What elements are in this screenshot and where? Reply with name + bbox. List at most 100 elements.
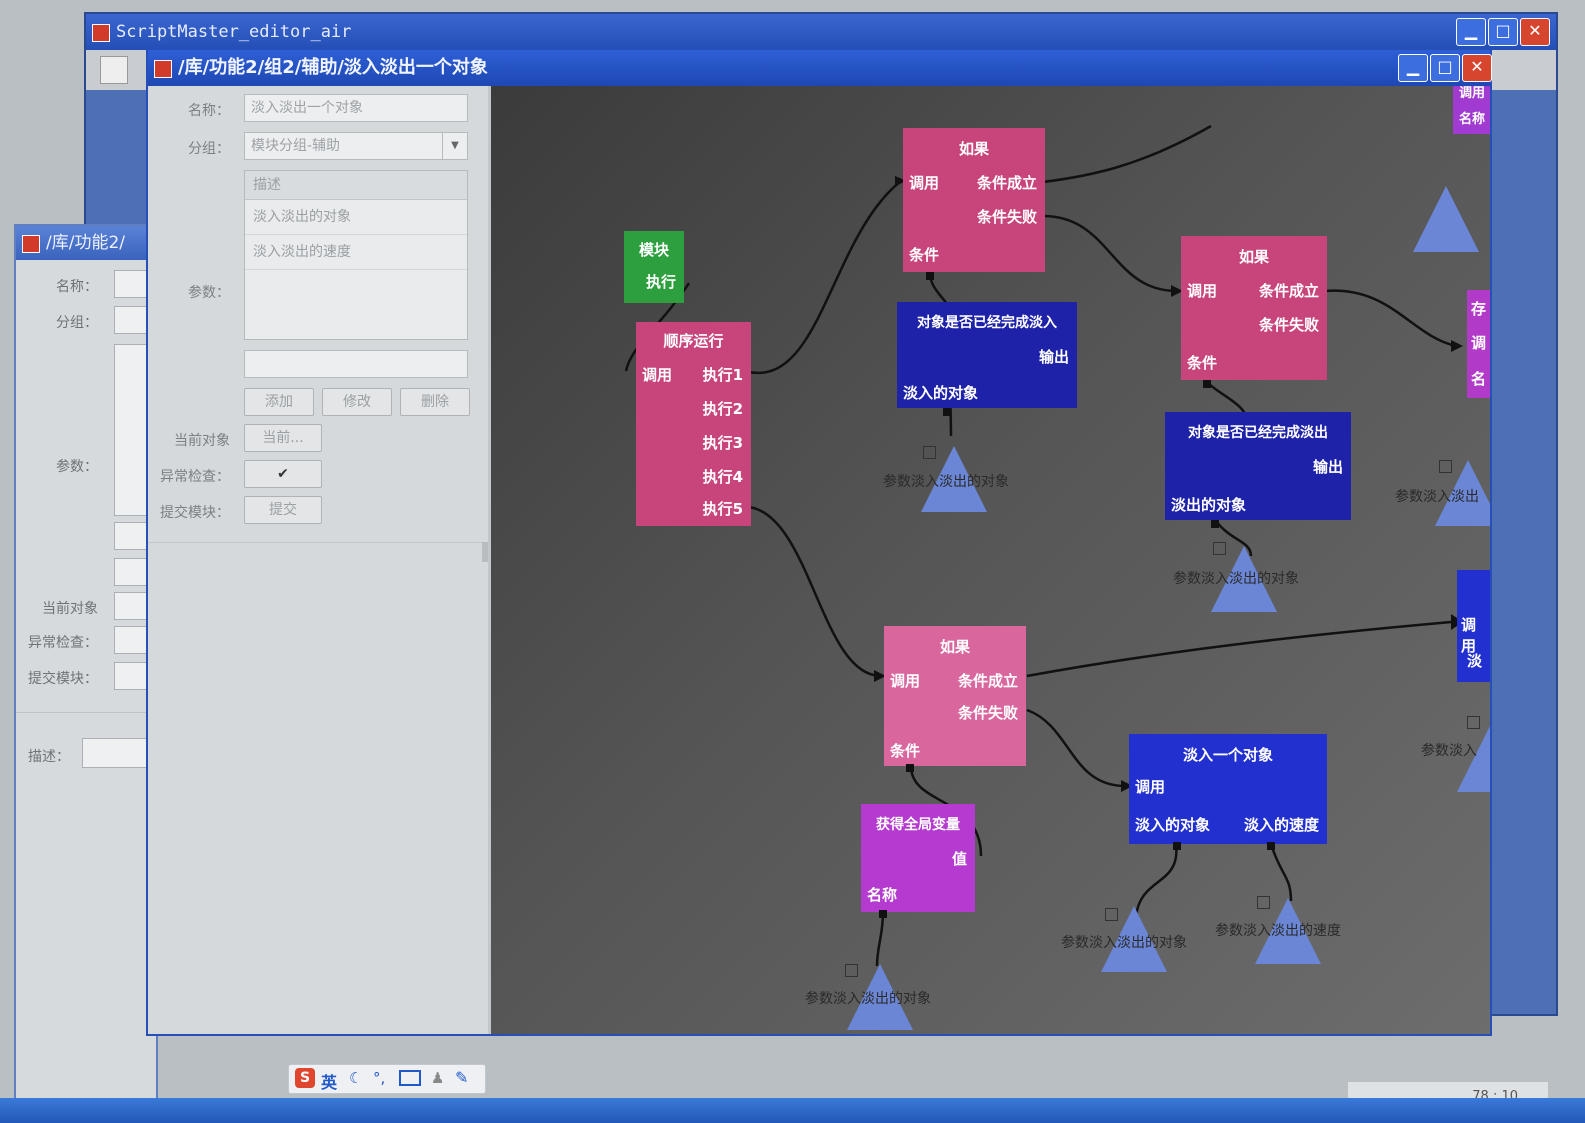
fade-in-speed-pin[interactable] — [1267, 842, 1275, 850]
graph-canvas[interactable]: 模块 执行 顺序运行 调用 执行1 执行2 执行3 执行4 执行5 如果 调用 … — [491, 86, 1490, 1034]
if-node-2-cond-pin[interactable] — [1203, 380, 1211, 388]
moon-icon[interactable]: ☾ — [349, 1069, 363, 1087]
if-node-3-false-port[interactable]: 条件失败 — [957, 704, 1018, 722]
bg-params-label: 参数： — [56, 459, 98, 475]
get-global-pin[interactable] — [879, 910, 887, 918]
taskbar[interactable] — [0, 1098, 1585, 1123]
if-node-2[interactable]: 如果 调用 条件成立 条件失败 条件 — [1181, 236, 1327, 380]
get-global-out-port[interactable]: 值 — [951, 850, 967, 868]
fade-in-speed-port[interactable]: 淡入的速度 — [1243, 816, 1319, 834]
param-triangle-icon[interactable] — [1413, 186, 1479, 252]
ime-toolbar[interactable]: S 英 ☾ °, ♟ ✎ — [288, 1064, 486, 1094]
check-fadeout-out-port[interactable]: 输出 — [1312, 458, 1343, 476]
exception-check-label: 异常检查： — [160, 469, 230, 485]
get-global-title: 获得全局变量 — [876, 817, 960, 833]
offscreen-node-low[interactable]: 调用 淡 — [1457, 570, 1490, 682]
sequence-exec5-port[interactable]: 执行5 — [702, 500, 743, 518]
add-param-button[interactable]: 添加 — [244, 388, 314, 416]
sequence-exec2-port[interactable]: 执行2 — [702, 400, 743, 418]
group-label: 分组： — [188, 141, 230, 157]
splitter-handle[interactable] — [482, 542, 488, 562]
offscreen-node-mid-call: 调 — [1471, 334, 1487, 352]
ime-language-toggle[interactable]: 英 — [321, 1073, 338, 1092]
param-triangle-icon[interactable] — [1435, 460, 1490, 526]
if-node-3-call-port[interactable]: 调用 — [890, 672, 921, 690]
submit-module-button[interactable]: 提交 — [244, 496, 322, 524]
group-select[interactable]: 模块分组-辅助 ▼ — [244, 132, 468, 160]
check-fadein-pin[interactable] — [943, 408, 951, 416]
sequence-exec3-port[interactable]: 执行3 — [702, 434, 743, 452]
if-node-1[interactable]: 如果 调用 条件成立 条件失败 条件 — [903, 128, 1045, 272]
app-titlebar: ScriptMaster_editor_air — [86, 14, 1556, 50]
param-triangle-icon[interactable] — [1211, 546, 1277, 612]
get-global-node[interactable]: 获得全局变量 值 名称 — [861, 804, 975, 912]
bg-submit-label: 提交模块： — [28, 671, 98, 687]
if-node-3-true-port[interactable]: 条件成立 — [957, 672, 1018, 690]
name-input[interactable]: 淡入淡出一个对象 — [244, 94, 468, 122]
if-node-2-cond-port[interactable]: 条件 — [1187, 354, 1218, 372]
offscreen-node-low-param: 淡 — [1467, 652, 1483, 670]
module-node[interactable]: 模块 执行 — [624, 231, 684, 303]
param-triangle-icon[interactable] — [1457, 726, 1490, 792]
wrench-icon[interactable]: ✎ — [455, 1068, 469, 1087]
punctuation-icon[interactable]: °, — [373, 1069, 386, 1087]
table-row[interactable]: 淡入淡出的对象 — [245, 200, 467, 235]
current-object-button[interactable]: 当前... — [244, 424, 322, 452]
sequence-call-port[interactable]: 调用 — [642, 366, 673, 384]
if-node-1-call-port[interactable]: 调用 — [909, 174, 940, 192]
if-node-3-cond-pin[interactable] — [906, 764, 914, 772]
fade-in-object-port[interactable]: 淡入的对象 — [1135, 816, 1211, 834]
maximize-button[interactable]: □ — [1488, 18, 1518, 46]
param-triangle-icon[interactable] — [1101, 906, 1167, 972]
params-table[interactable]: 描述 淡入淡出的对象 淡入淡出的速度 — [244, 170, 468, 340]
current-object-label: 当前对象 — [174, 433, 230, 449]
if-node-2-false-port[interactable]: 条件失败 — [1258, 316, 1319, 334]
editor-maximize-button[interactable]: □ — [1430, 54, 1460, 82]
sequence-node[interactable]: 顺序运行 调用 执行1 执行2 执行3 执行4 执行5 — [636, 322, 751, 526]
param-triangle-icon[interactable] — [921, 446, 987, 512]
if-node-1-true-port[interactable]: 条件成立 — [976, 174, 1037, 192]
editor-close-button[interactable]: ✕ — [1462, 54, 1492, 82]
chevron-down-icon[interactable]: ▼ — [442, 133, 467, 159]
ime-logo-icon[interactable]: S — [295, 1068, 315, 1088]
fade-in-call-port[interactable]: 调用 — [1135, 778, 1166, 796]
check-fadein-in-port[interactable]: 淡入的对象 — [903, 384, 979, 402]
if-node-1-cond-port[interactable]: 条件 — [909, 246, 940, 264]
keyboard-icon[interactable] — [399, 1070, 421, 1086]
check-fadeout-pin[interactable] — [1211, 520, 1219, 528]
get-global-in-port[interactable]: 名称 — [867, 886, 898, 904]
check-fadein-title: 对象是否已经完成淡入 — [917, 315, 1057, 331]
sequence-exec4-port[interactable]: 执行4 — [702, 468, 743, 486]
user-icon[interactable]: ♟ — [431, 1069, 445, 1087]
param-triangle-icon[interactable] — [847, 964, 913, 1030]
new-file-icon[interactable] — [100, 56, 128, 84]
if-node-2-true-port[interactable]: 条件成立 — [1258, 282, 1319, 300]
table-row[interactable]: 淡入淡出的速度 — [245, 235, 467, 270]
check-fadeout-in-port[interactable]: 淡出的对象 — [1171, 496, 1247, 514]
editor-minimize-button[interactable]: ▁ — [1398, 54, 1428, 82]
param-triangle-icon[interactable] — [1255, 898, 1321, 964]
if-node-2-call-port[interactable]: 调用 — [1187, 282, 1218, 300]
if-node-3-cond-port[interactable]: 条件 — [890, 742, 921, 760]
if-node-3[interactable]: 如果 调用 条件成立 条件失败 条件 — [884, 626, 1026, 766]
close-button[interactable]: ✕ — [1520, 18, 1550, 46]
sequence-exec1-port[interactable]: 执行1 — [702, 366, 743, 384]
minimize-button[interactable]: ▁ — [1456, 18, 1486, 46]
check-fadein-node[interactable]: 对象是否已经完成淡入 输出 淡入的对象 — [897, 302, 1077, 408]
delete-param-button[interactable]: 删除 — [400, 388, 470, 416]
fade-in-object-pin[interactable] — [1173, 842, 1181, 850]
param-name-input[interactable] — [244, 350, 468, 378]
offscreen-node-mid[interactable]: 存 调 名 — [1467, 290, 1490, 398]
check-fadeout-node[interactable]: 对象是否已经完成淡出 输出 淡出的对象 — [1165, 412, 1351, 520]
offscreen-node-mid-name: 名 — [1471, 370, 1487, 388]
fade-in-node[interactable]: 淡入一个对象 调用 淡入的对象 淡入的速度 — [1129, 734, 1327, 844]
if-node-1-cond-pin[interactable] — [926, 272, 934, 280]
check-fadein-out-port[interactable]: 输出 — [1038, 348, 1069, 366]
if-node-1-false-port[interactable]: 条件失败 — [976, 208, 1037, 226]
offscreen-node-top[interactable]: 调用 名称 — [1453, 86, 1490, 134]
modify-param-button[interactable]: 修改 — [322, 388, 392, 416]
exception-check-checkbox[interactable]: ✔ — [244, 460, 322, 488]
bg-description-input[interactable] — [82, 738, 156, 768]
module-exec-port[interactable]: 执行 — [645, 273, 676, 291]
bg-exception-label: 异常检查： — [28, 635, 98, 651]
